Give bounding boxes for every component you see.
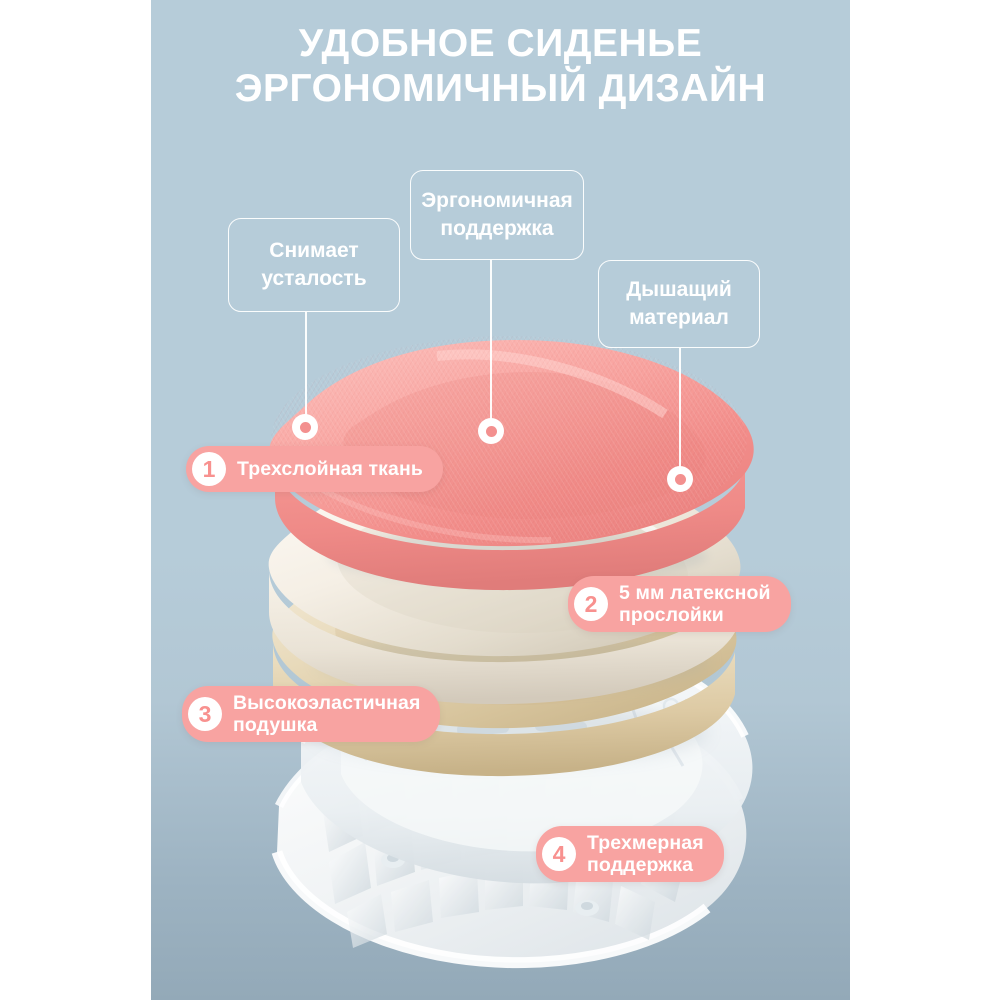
- callout-anchor-dot-3: [667, 466, 693, 492]
- callout-anchor-dot-1: [292, 414, 318, 440]
- layer-number-badge: 1: [192, 452, 226, 486]
- layer-label-text: Трехслойная ткань: [237, 457, 423, 480]
- layer-label-4[interactable]: 4 Трехмерная поддержка: [536, 826, 724, 882]
- callout-label: Снимает усталость: [261, 239, 367, 290]
- callout-relieves-fatigue: Снимает усталость: [228, 218, 400, 312]
- callout-leader-line-1: [305, 312, 307, 418]
- layer-label-3[interactable]: 3 Высокоэластичная подушка: [182, 686, 441, 742]
- layer-label-1[interactable]: 1 Трехслойная ткань: [186, 446, 443, 492]
- screw-boss: [381, 852, 599, 916]
- callout-label: Дышащий материал: [626, 278, 732, 329]
- page-title: УДОБНОЕ СИДЕНЬЕ ЭРГОНОМИЧНЫЙ ДИЗАЙН: [234, 22, 767, 110]
- layer-number-badge: 2: [574, 587, 608, 621]
- layer-label-2[interactable]: 2 5 мм латексной прослойки: [568, 576, 791, 632]
- layer-label-text: Трехмерная поддержка: [587, 831, 704, 876]
- callout-ergonomic-support: Эргономичная поддержка: [410, 170, 584, 260]
- callout-label: Эргономичная поддержка: [421, 189, 573, 240]
- callout-leader-line-2: [490, 260, 492, 420]
- callout-anchor-dot-2: [478, 418, 504, 444]
- product-illustration: [268, 340, 754, 969]
- background-panel: [151, 0, 850, 1000]
- layer-number-badge: 4: [542, 837, 576, 871]
- layer-label-text: 5 мм латексной прослойки: [619, 581, 771, 626]
- callout-leader-line-3: [679, 348, 681, 470]
- layer-label-text: Высокоэластичная подушка: [233, 691, 421, 736]
- callout-breathable-material: Дышащий материал: [598, 260, 760, 348]
- layer-number-badge: 3: [188, 697, 222, 731]
